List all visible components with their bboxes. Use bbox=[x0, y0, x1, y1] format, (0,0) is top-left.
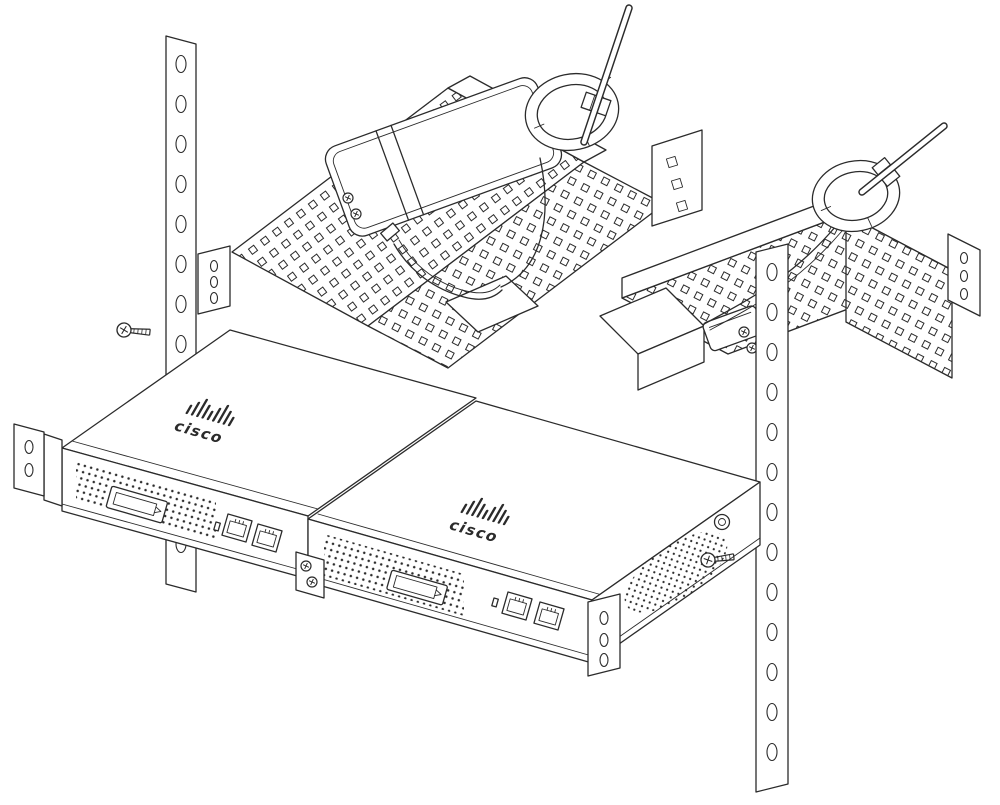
side-vent-grille bbox=[624, 531, 728, 613]
left-tray-assembly bbox=[197, 4, 665, 369]
ethernet-port bbox=[533, 601, 565, 631]
top-seam bbox=[317, 513, 603, 596]
left-appliance: cisco bbox=[13, 329, 477, 580]
flange-holes bbox=[209, 259, 219, 305]
sfp-port bbox=[105, 485, 168, 524]
ear-flange bbox=[43, 433, 63, 507]
ear-holes bbox=[24, 439, 34, 478]
side-wall-perforations bbox=[846, 214, 952, 378]
rail-hole bbox=[675, 199, 689, 213]
retention-strap bbox=[375, 124, 425, 221]
ethernet-port bbox=[501, 591, 533, 621]
reset-button bbox=[491, 597, 499, 608]
bracket-screw bbox=[738, 326, 750, 338]
right-appliance: cisco bbox=[307, 400, 761, 677]
cable-chute bbox=[445, 275, 539, 333]
cisco-logo-bars bbox=[185, 398, 235, 427]
mounting-holes bbox=[766, 262, 778, 762]
sfp-port bbox=[386, 569, 448, 606]
ethernet-port bbox=[251, 523, 283, 553]
cable-connector bbox=[380, 222, 400, 242]
bracket-screw bbox=[350, 208, 362, 220]
power-connector bbox=[713, 513, 731, 531]
rail-hole bbox=[665, 155, 679, 169]
front-lip bbox=[61, 503, 309, 573]
tray-floor-perforations bbox=[368, 162, 664, 368]
ear-holes bbox=[599, 610, 609, 668]
junction-screw bbox=[306, 576, 318, 588]
antenna-right bbox=[858, 122, 948, 196]
cisco-logo-bars bbox=[460, 497, 510, 526]
top-seam bbox=[71, 440, 319, 510]
power-adapter bbox=[324, 77, 563, 237]
reset-button bbox=[213, 521, 221, 532]
rack-screw bbox=[115, 321, 152, 341]
flange-holes bbox=[959, 251, 969, 301]
power-cable bbox=[380, 157, 546, 300]
right-rack-post bbox=[755, 243, 789, 793]
mounting-ear bbox=[13, 423, 45, 497]
antenna-left bbox=[580, 4, 633, 146]
bracket-screw bbox=[342, 192, 354, 204]
cable-chute-side bbox=[637, 325, 705, 391]
junction-plate bbox=[295, 551, 325, 599]
ethernet-port bbox=[221, 513, 253, 543]
junction-screw bbox=[300, 560, 312, 572]
center-rail bbox=[651, 129, 703, 227]
rail-hole bbox=[670, 177, 684, 191]
